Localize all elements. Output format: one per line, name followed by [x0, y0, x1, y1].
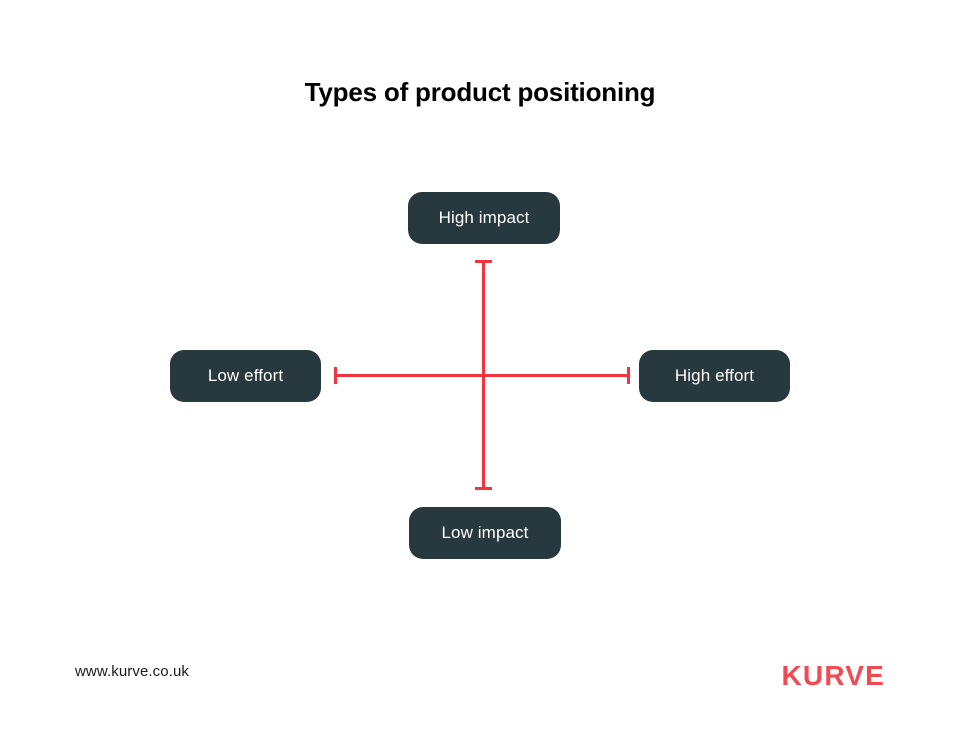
node-low-effort[interactable]: Low effort	[170, 350, 321, 402]
effort-axis-right-cap-icon	[627, 367, 630, 384]
node-high-impact-label: High impact	[438, 208, 530, 227]
node-high-effort-label: High effort	[674, 366, 755, 385]
node-low-impact-label: Low impact	[441, 523, 529, 542]
footer-website-url[interactable]: www.kurve.co.uk	[75, 663, 190, 680]
kurve-brand-logo: KURVE	[781, 660, 885, 691]
effort-axis-line	[334, 374, 630, 377]
impact-axis-bottom-cap-icon	[475, 487, 492, 490]
node-low-impact[interactable]: Low impact	[409, 507, 561, 559]
impact-axis-top-cap-icon	[475, 260, 492, 263]
node-high-effort[interactable]: High effort	[639, 350, 790, 402]
effort-axis-left-cap-icon	[334, 367, 337, 384]
page-title: Types of product positioning	[304, 77, 656, 107]
node-low-effort-label: Low effort	[207, 366, 284, 385]
node-high-impact[interactable]: High impact	[408, 192, 560, 244]
